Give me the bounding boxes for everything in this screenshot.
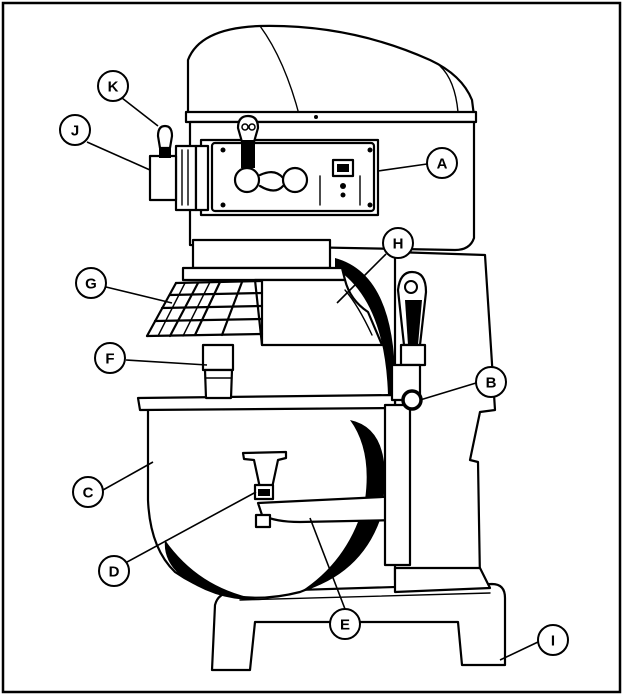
callout-b-circle xyxy=(475,366,507,398)
callout-j: J xyxy=(71,123,79,140)
callout-g-circle xyxy=(75,267,107,299)
callout-k: K xyxy=(108,79,119,96)
callout-d-circle xyxy=(98,555,130,587)
callout-c-circle xyxy=(72,476,104,508)
callout-a-circle xyxy=(426,147,458,179)
bowl-guard-grid xyxy=(145,279,264,347)
callout-f: F xyxy=(105,351,114,368)
callout-e-circle xyxy=(329,608,361,640)
callout-h-circle xyxy=(382,227,414,259)
callout-j-circle xyxy=(59,114,91,146)
callout-k-circle xyxy=(97,70,129,102)
mixer-head xyxy=(186,24,476,120)
callout-f-circle xyxy=(94,342,126,374)
callout-c: C xyxy=(83,485,94,502)
callout-b: B xyxy=(486,375,497,392)
attachment-hub xyxy=(174,144,198,212)
callout-i-circle xyxy=(537,624,569,656)
bowl-rim xyxy=(136,393,397,412)
callout-g: G xyxy=(85,276,97,293)
thumb-screw xyxy=(156,124,174,150)
callout-h: H xyxy=(393,236,404,253)
callout-e: E xyxy=(340,617,350,634)
callout-i: I xyxy=(551,633,555,650)
callout-d: D xyxy=(109,564,120,581)
callout-a: A xyxy=(437,156,448,173)
agitator-shaft xyxy=(201,343,235,372)
